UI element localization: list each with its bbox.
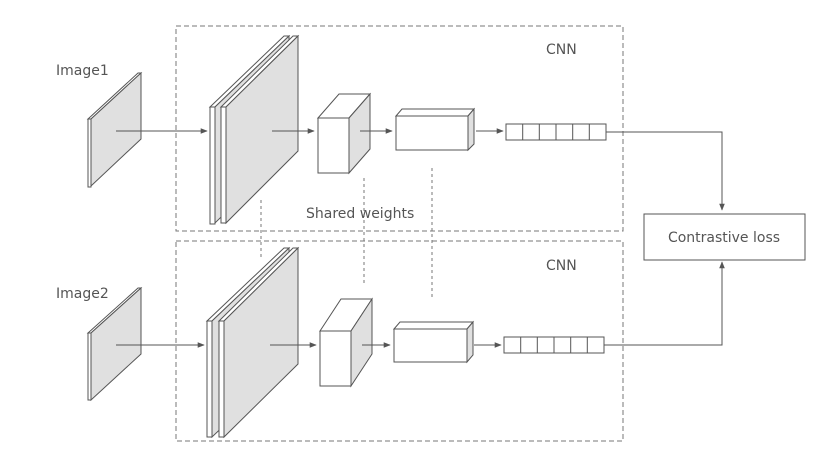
image1-label: Image1 [56,63,109,79]
image2-label: Image2 [56,286,109,302]
conv3-layer-bottom [392,320,475,364]
feature-vector-top [505,123,607,141]
conv2-layer-top [316,92,372,175]
input-image2-slab [86,286,143,402]
shared-weights-label: Shared weights [306,206,414,222]
conv2-layer-bottom [319,297,373,388]
conv1-layer-top [208,34,300,225]
conv3-layer-top [394,107,476,152]
cnn-label-top: CNN [546,42,577,58]
input-image1-slab [86,71,143,188]
feature-vector-bottom [503,336,605,354]
conv1-layer-bottom [205,246,300,439]
cnn-box-top [175,25,624,232]
contrastive-loss-label: Contrastive loss [668,230,780,246]
shared-weight-links [260,168,433,298]
arrows-top [116,128,725,211]
arrows-bottom [116,261,725,348]
cnn-label-bottom: CNN [546,258,577,274]
cnn-box-bottom [175,240,624,442]
contrastive-loss-box [643,213,806,261]
